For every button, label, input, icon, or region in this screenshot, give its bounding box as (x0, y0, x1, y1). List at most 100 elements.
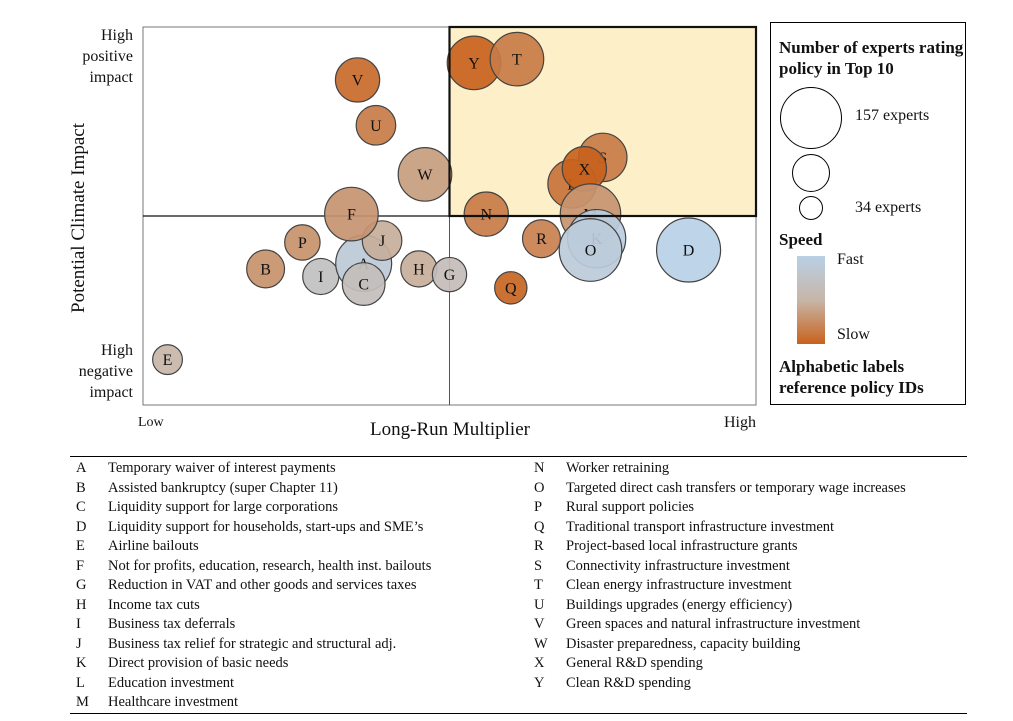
bubble-label-c: C (358, 277, 369, 294)
policy-description: Airline bailouts (108, 538, 199, 554)
policy-row-g: G Reduction in VAT and other goods and se… (70, 576, 431, 596)
highlight-quadrant-border (448, 25, 758, 218)
policy-description: Green spaces and natural infrastructure … (566, 616, 861, 632)
policy-description: General R&D spending (566, 655, 703, 671)
svg-text:negative: negative (79, 363, 133, 380)
policy-id: N (534, 460, 545, 476)
bubble-label-b: B (260, 261, 271, 278)
policy-row-y: Y Clean R&D spending (528, 674, 906, 694)
bubble-label-o: O (585, 243, 597, 260)
bubble-label-h: H (413, 261, 425, 278)
policy-id: Y (534, 674, 545, 691)
bubble-q (494, 271, 528, 305)
svg-text:High: High (101, 342, 133, 359)
bubble-label-f: F (347, 207, 356, 224)
policy-row-h: H Income tax cuts (70, 596, 431, 616)
policy-id: A (76, 460, 87, 476)
policy-description: Assisted bankruptcy (super Chapter 11) (108, 479, 338, 496)
policy-id: G (76, 577, 87, 593)
bubble-f (324, 186, 379, 242)
policy-description: Targeted direct cash transfers or tempor… (566, 479, 906, 496)
policy-id: C (76, 499, 86, 515)
policy-row-k: K Direct provision of basic needs (70, 654, 431, 674)
bubble-v (334, 57, 381, 103)
policy-row-m: M Healthcare investment (70, 693, 431, 713)
policy-description: Worker retraining (566, 460, 670, 476)
bubble-o (558, 218, 623, 282)
policy-id: M (76, 694, 89, 710)
policy-description: Clean energy infrastructure investment (566, 577, 792, 593)
bubble-label-d: D (683, 243, 695, 260)
y-low-label: High negative impact (79, 342, 134, 401)
policy-description: Healthcare investment (108, 694, 239, 710)
legend-circle-medium (792, 154, 830, 192)
bubble-w (397, 147, 453, 202)
policy-description: Buildings upgrades (energy efficiency) (566, 596, 793, 613)
policy-description: Traditional transport infrastructure inv… (566, 518, 835, 535)
bubble-label-q: Q (505, 280, 517, 297)
policy-id: E (76, 538, 85, 554)
policy-description: Disaster preparedness, capacity building (566, 635, 801, 652)
legend-circle-small (799, 196, 823, 220)
policy-row-o: O Targeted direct cash transfers or tempo… (528, 479, 906, 499)
policy-description: Reduction in VAT and other goods and ser… (108, 577, 417, 593)
speed-fast-label: Fast (837, 251, 864, 268)
svg-text:impact: impact (89, 384, 133, 401)
y-high-label: High positive impact (82, 27, 133, 86)
bubble-label-j: J (379, 233, 385, 250)
bubble-label-u: U (370, 118, 382, 135)
policy-id: W (534, 635, 548, 652)
policy-description: Direct provision of basic needs (108, 655, 289, 671)
bubble-label-p: P (298, 235, 307, 252)
bubble-d (655, 217, 722, 283)
policy-description: Temporary waiver of interest payments (108, 460, 336, 476)
policy-description: Not for profits, education, research, he… (108, 557, 432, 574)
bubble-label-v: V (352, 72, 364, 89)
policy-id: H (76, 596, 87, 613)
bubble-label-t: T (512, 52, 522, 69)
policy-id: I (76, 616, 81, 632)
bubble-label-g: G (444, 267, 456, 284)
x-high-label: High (724, 414, 756, 431)
policy-row-c: C Liquidity support for large corporation… (70, 498, 431, 518)
policy-description: Liquidity support for households, start-… (108, 518, 424, 535)
policy-row-n: N Worker retraining (528, 459, 906, 479)
policy-id: S (534, 557, 543, 574)
policy-row-w: W Disaster preparedness, capacity buildin… (528, 635, 906, 655)
bubble-label-r: R (536, 231, 547, 248)
speed-slow-label: Slow (837, 326, 870, 343)
bubble-b (246, 249, 286, 289)
policy-id: O (534, 479, 545, 496)
bubble-label-x: X (579, 161, 591, 178)
bubble-p (284, 224, 321, 261)
bubble-g (431, 256, 468, 293)
speed-legend-title: Speed (779, 230, 823, 249)
chart-legend: Number of experts rating policy in Top 1… (770, 22, 966, 405)
policy-description: Education investment (108, 674, 235, 691)
legend-title: Number of experts rating policy in Top 1… (779, 38, 964, 78)
policy-id: L (76, 674, 85, 691)
legend-large-label: 157 experts (855, 107, 930, 124)
policy-description: Clean R&D spending (566, 674, 691, 691)
legend-circle-large (780, 87, 842, 149)
policy-id: B (76, 479, 86, 496)
x-low-label: Low (138, 415, 165, 430)
policy-description: Liquidity support for large corporations (108, 499, 339, 515)
bubble-label-y: Y (468, 55, 480, 72)
policy-id: J (76, 635, 82, 652)
policy-id: P (534, 499, 543, 515)
policy-row-p: P Rural support policies (528, 498, 906, 518)
policy-description: Connectivity infrastructure investment (566, 557, 790, 574)
policy-description: Rural support policies (566, 499, 695, 515)
policy-row-l: L Education investment (70, 674, 431, 694)
policy-row-e: E Airline bailouts (70, 537, 431, 557)
policy-description: Income tax cuts (108, 596, 200, 613)
policy-id: K (76, 655, 87, 671)
